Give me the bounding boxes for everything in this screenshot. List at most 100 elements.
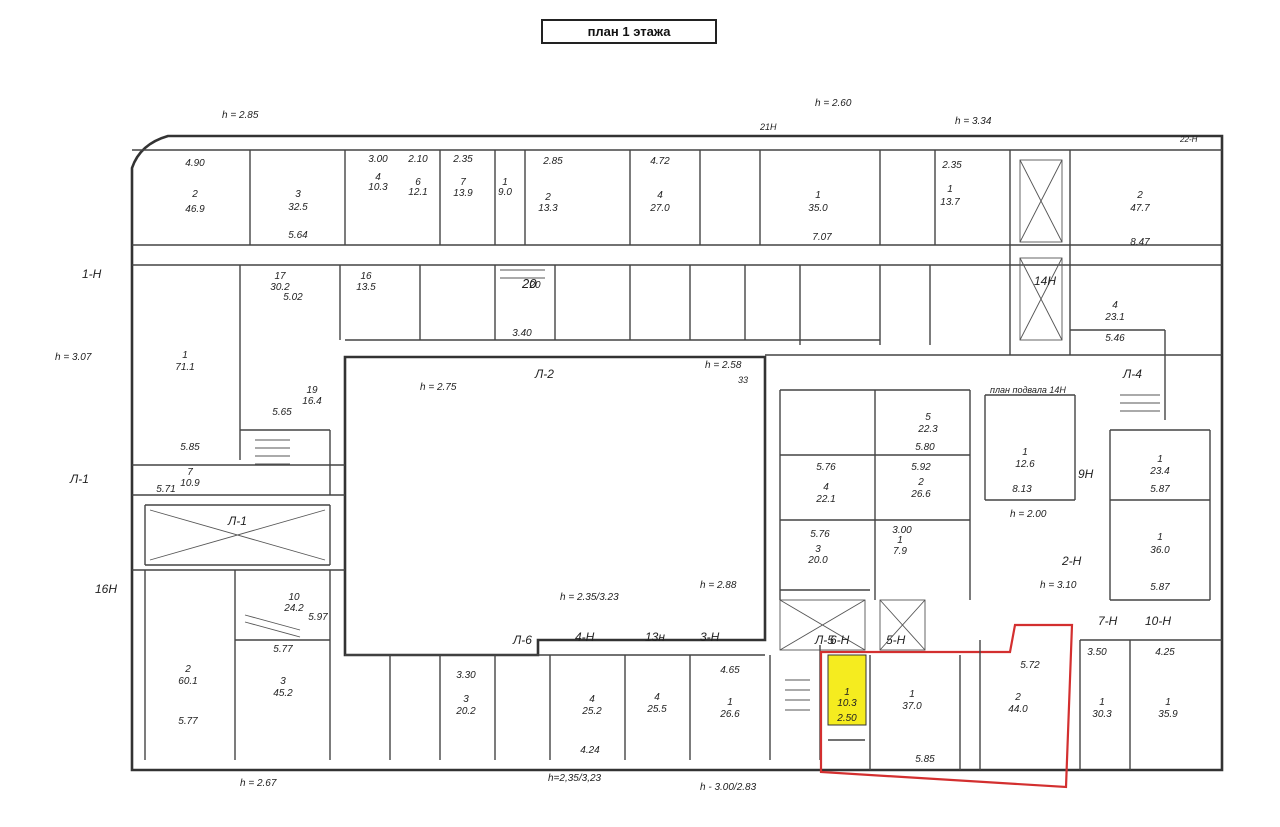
- entrance-label: Л-1: [69, 472, 89, 486]
- room: 3 32.5 5.64: [288, 189, 308, 241]
- room-area: 46.9: [185, 204, 205, 215]
- room: 260.15.77: [178, 664, 198, 727]
- entrance-label: 33: [738, 375, 748, 385]
- room-number: 1: [182, 350, 188, 361]
- entrance-label: 13н: [645, 630, 665, 644]
- room-number: 3: [463, 694, 469, 705]
- room: 19.0: [498, 177, 512, 198]
- highlight-outline: [819, 623, 1074, 789]
- room-dimension: 5.71: [156, 484, 175, 495]
- height-note: h = 2.88: [700, 580, 737, 591]
- room-dimension: 5.85: [915, 754, 935, 765]
- room-dimension: 3.40: [512, 328, 532, 339]
- room-number: 1: [1165, 697, 1171, 708]
- entrance-label: 20: [521, 276, 537, 291]
- room-dimension: 5.64: [288, 230, 308, 241]
- entrance-label: 21Н: [759, 122, 777, 132]
- room-area: 12.1: [408, 187, 427, 198]
- plan-title: план 1 этажа: [541, 19, 717, 44]
- room-dimension: 8.13: [1012, 484, 1032, 495]
- room-number: 1: [727, 697, 733, 708]
- outer-wall: [130, 134, 1224, 772]
- right-block-rooms: [765, 330, 1222, 601]
- room-dimension: 5.87: [1150, 582, 1170, 593]
- room-area: 35.0: [808, 203, 828, 214]
- room-area: 7.9: [893, 546, 907, 557]
- entrance-label: Л-1: [227, 514, 247, 528]
- room-dimension: 8.47: [1130, 237, 1150, 248]
- room-area: 10.3: [368, 182, 388, 193]
- room-area: 10.9: [180, 478, 200, 489]
- room-number: 1: [815, 190, 821, 201]
- room-dimension: 5.76: [816, 462, 836, 473]
- room-number: 4: [654, 692, 660, 703]
- room: 135.94.25: [1155, 647, 1178, 720]
- room-number: 3: [280, 676, 286, 687]
- room-area: 24.2: [283, 603, 304, 614]
- room-area: 13.5: [356, 282, 376, 293]
- room-number: 16: [360, 271, 372, 282]
- room-area: 60.1: [178, 676, 197, 687]
- room-dimension: 2.35: [941, 160, 962, 171]
- entrance-label: Л-4: [1122, 367, 1142, 381]
- room-area: 27.0: [649, 203, 670, 214]
- room-dimension: 4.90: [185, 158, 205, 169]
- highlighted-room: [827, 654, 867, 726]
- room-area: 45.2: [273, 688, 293, 699]
- left-wing-rooms: [132, 429, 345, 760]
- height-note: h = 2.67: [240, 778, 277, 789]
- height-note: h = 2.35/3.23: [560, 592, 619, 603]
- room-number: 19: [306, 385, 318, 396]
- height-note: h = 3.07: [55, 352, 92, 363]
- room: 123.45.87: [1149, 454, 1170, 495]
- room-area: 10.3: [837, 698, 857, 709]
- room: 171.15.85: [175, 350, 200, 453]
- room-area: 20.2: [455, 706, 476, 717]
- top-rooms: [132, 149, 1222, 355]
- bottom-row-rooms: [345, 639, 1222, 770]
- stairs: [244, 269, 1160, 711]
- room-number: 2: [1014, 692, 1021, 703]
- room: 247.78.47: [1130, 190, 1150, 248]
- room-number: 3: [295, 189, 301, 200]
- height-note: h = 2.58: [705, 360, 742, 371]
- room-area: 44.0: [1008, 704, 1028, 715]
- room: 1 35.0 7.07: [808, 190, 832, 243]
- room-area: 32.5: [288, 202, 308, 213]
- room: 136.05.87: [1150, 532, 1170, 593]
- height-note: h - 3.00/2.83: [700, 782, 757, 793]
- room-number: 1: [1099, 697, 1105, 708]
- room-dimension: 5.46: [1105, 333, 1125, 344]
- room: 320.05.76: [807, 529, 830, 566]
- entrance-label: 10-Н: [1145, 614, 1171, 628]
- room-area: 13.7: [940, 197, 960, 208]
- room-area: 25.2: [581, 706, 602, 717]
- room-number: 4: [657, 190, 663, 201]
- room-area: 36.0: [1150, 545, 1170, 556]
- room-number: 4: [1112, 300, 1118, 311]
- room-number: 1: [844, 687, 850, 698]
- entrance-label: Л-6: [512, 633, 532, 647]
- room-area: 23.4: [1149, 466, 1170, 477]
- room-dimension: 7.07: [812, 232, 832, 243]
- room-number: 2: [191, 189, 198, 200]
- room-number: 17: [274, 271, 286, 282]
- room-number: 5: [925, 412, 931, 423]
- room: 130.33.50: [1087, 647, 1112, 720]
- entrance-label: 1-Н: [82, 267, 102, 281]
- room: 320.23.30: [455, 670, 476, 717]
- room: 423.15.46: [1104, 300, 1125, 344]
- room-dimension: 2.50: [836, 713, 857, 724]
- height-note: h = 3.10: [1040, 580, 1077, 591]
- room-dimension: 3.50: [1087, 647, 1107, 658]
- room-number: 4: [375, 172, 381, 183]
- room-area: 35.9: [1158, 709, 1178, 720]
- room-number: 20: [528, 280, 541, 291]
- room-area: 12.6: [1015, 459, 1035, 470]
- room: 244.05.72: [1008, 660, 1040, 715]
- room-number: 2: [917, 477, 924, 488]
